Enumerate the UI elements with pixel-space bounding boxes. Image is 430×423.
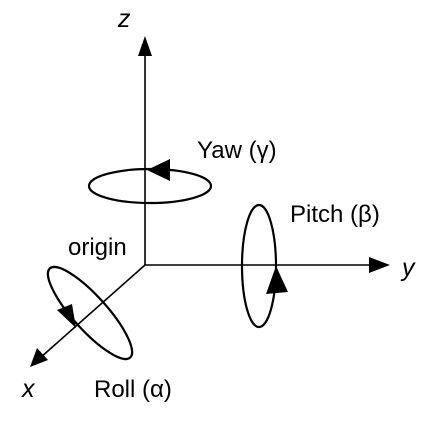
yaw-label: Yaw (γ) (197, 137, 277, 164)
y-axis-label: y (400, 254, 416, 282)
pitch-label: Pitch (β) (290, 201, 380, 228)
x-axis-line (39, 264, 146, 359)
pitch-direction-arrowhead (266, 266, 288, 294)
roll-label: Roll (α) (94, 376, 172, 403)
roll-rotation-loop (46, 265, 134, 361)
roll-direction-arrowhead (57, 304, 76, 328)
yaw-rotation-loop (87, 167, 213, 205)
z-axis-label: z (117, 5, 131, 33)
origin-label: origin (68, 234, 127, 261)
pitch-rotation-loop (240, 203, 278, 329)
z-axis-arrowhead (138, 36, 152, 56)
x-axis-arrowhead (30, 348, 48, 367)
x-axis-label: x (21, 375, 36, 403)
y-axis-arrowhead (369, 257, 390, 273)
yaw-direction-arrowhead (147, 159, 170, 181)
